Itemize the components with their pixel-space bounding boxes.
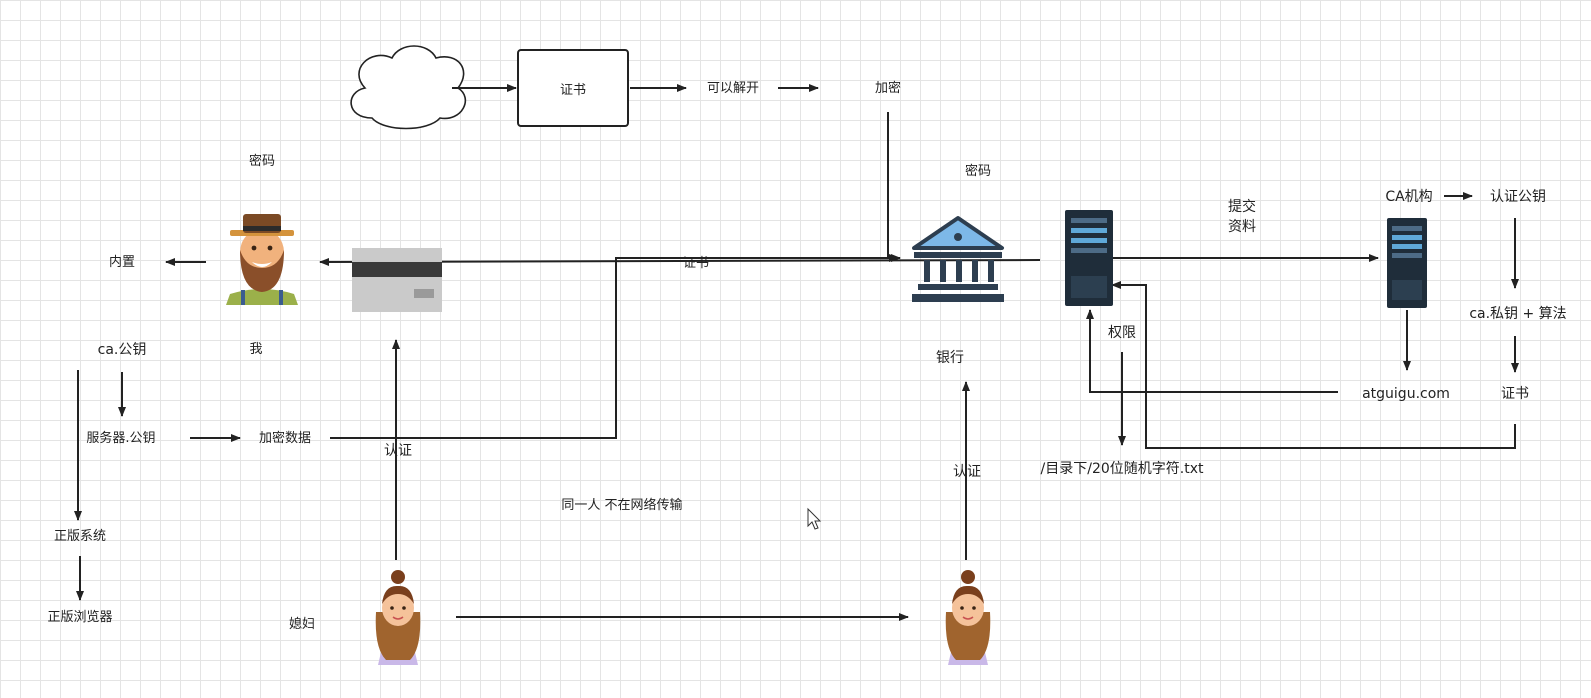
certificate-box-label: 证书 <box>559 82 586 98</box>
label-password-left: 密码 <box>248 154 276 169</box>
label-ca-public-key: ca.公钥 <box>97 342 147 358</box>
label-encrypted-data: 加密数据 <box>258 431 312 446</box>
cloud-icon <box>350 45 467 130</box>
server-icon <box>1387 218 1427 308</box>
connector-lines <box>74 84 1519 621</box>
label-can-unlock: 可以解开 <box>706 81 760 96</box>
woman-avatar-icon <box>945 570 991 665</box>
label-ca-private-key-algo: ca.私钥 + 算法 <box>1469 306 1567 322</box>
mouse-cursor-icon <box>807 507 822 530</box>
label-certificate-mid: 证书 <box>682 256 710 271</box>
label-encrypt-top: 加密 <box>874 81 902 96</box>
woman-avatar-icon <box>375 570 421 665</box>
line-encrypted-data-to-bank <box>330 254 901 439</box>
label-bank: 银行 <box>936 350 964 366</box>
label-auth-left: 认证 <box>384 443 412 459</box>
line-atguigu-to-server <box>1086 309 1338 393</box>
farmer-avatar-icon <box>226 214 298 305</box>
label-daughter-in-law: 媳妇 <box>288 617 316 632</box>
label-permission: 权限 <box>1108 325 1136 341</box>
label-genuine-browser: 正版浏览器 <box>47 610 113 625</box>
line-encrypt-down <box>887 112 899 262</box>
label-atguigu: atguigu.com <box>1362 386 1450 402</box>
bank-building-icon <box>912 216 1004 302</box>
certificate-box: 证书 <box>517 49 629 127</box>
server-icon <box>1065 210 1113 306</box>
label-certificate-right: 证书 <box>1501 386 1529 402</box>
label-submit-materials: 提交 资料 <box>1228 199 1256 235</box>
label-file-path: /目录下/20位随机字符.txt <box>1040 461 1204 477</box>
bank-card-icon <box>352 248 442 312</box>
line-cert-back-to-server <box>1111 281 1516 449</box>
label-me: 我 <box>249 342 263 357</box>
label-genuine-system: 正版系统 <box>53 529 107 544</box>
label-ca-org: CA机构 <box>1385 189 1433 205</box>
label-same-person: 同一人 不在网络传输 <box>561 498 683 513</box>
label-server-public-key: 服务器.公钥 <box>86 431 156 446</box>
label-auth-right: 认证 <box>953 464 981 480</box>
label-password-right: 密码 <box>964 164 992 179</box>
label-builtin: 内置 <box>108 255 136 270</box>
label-auth-public-key: 认证公钥 <box>1490 189 1546 205</box>
